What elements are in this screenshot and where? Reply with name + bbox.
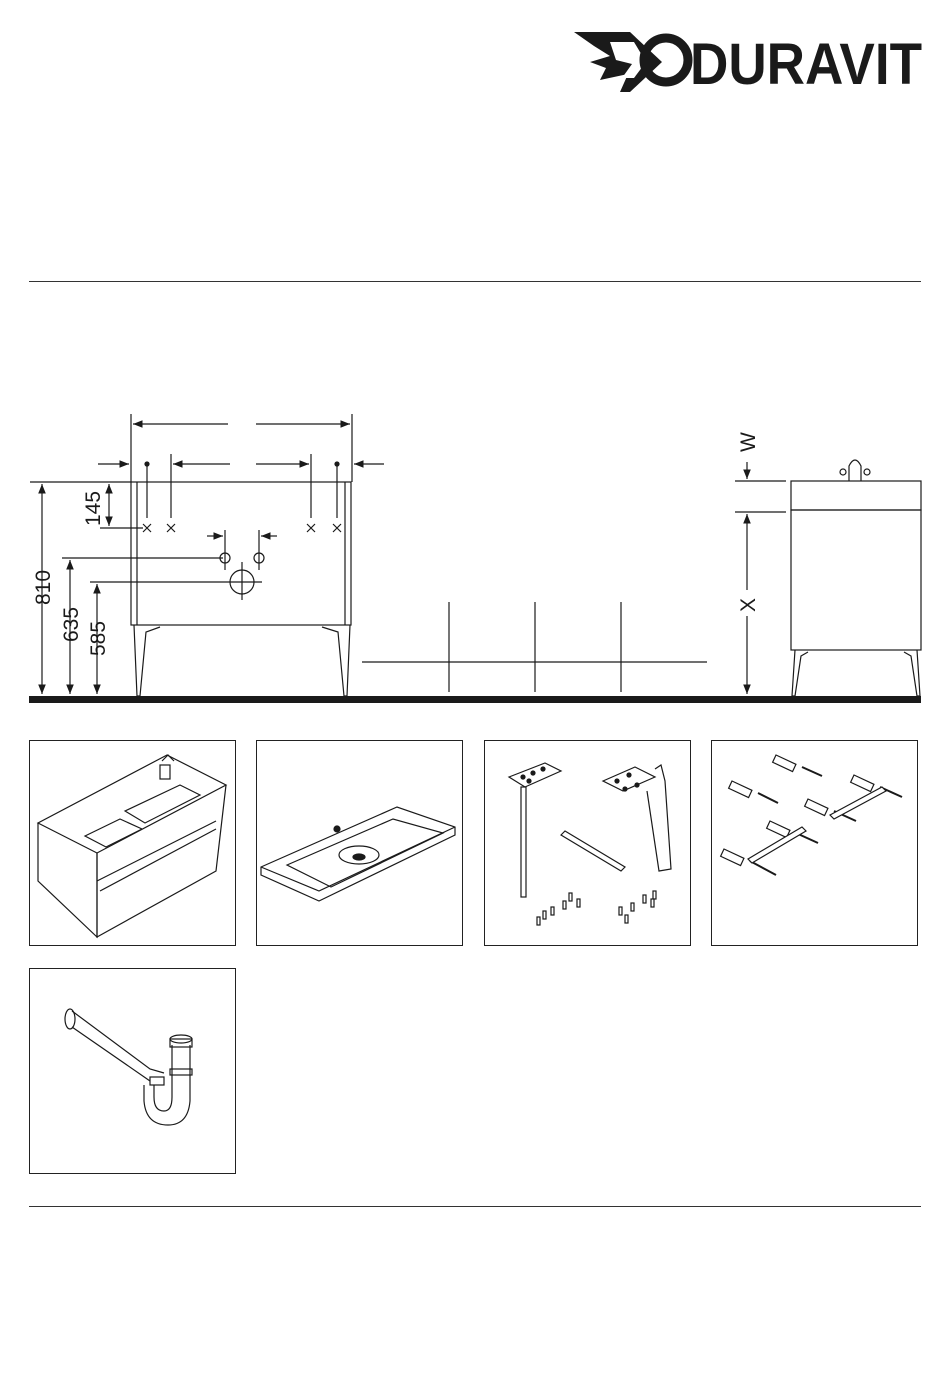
component-panel-vanity-unit <box>29 740 236 946</box>
vanity-unit-icon <box>30 741 237 947</box>
bottom-rule <box>29 1206 921 1207</box>
component-panel-siphon <box>29 968 236 1174</box>
dim-x-label: X <box>737 598 760 612</box>
dim-w-label: W <box>737 432 760 452</box>
washbasin-icon <box>257 741 464 947</box>
dim-top-offset: 145 <box>82 491 105 526</box>
legs-brackets-icon <box>485 741 692 947</box>
component-panel-washbasin <box>256 740 463 946</box>
wall-fixings-icon <box>712 741 919 947</box>
component-panel-wall-fixings <box>711 740 918 946</box>
floor-line <box>29 696 921 703</box>
component-panel-legs-brackets <box>484 740 691 946</box>
top-rule <box>29 281 921 282</box>
dim-height-upper: 635 <box>60 607 83 642</box>
siphon-icon <box>30 969 237 1175</box>
technical-drawing: 810 635 585 145 W X <box>0 400 950 720</box>
dim-height-total: 810 <box>32 570 55 605</box>
logo-emblem-icon <box>574 32 688 92</box>
front-view <box>30 414 384 696</box>
duravit-logo: DURAVIT <box>570 12 930 102</box>
dim-height-lower: 585 <box>87 621 110 656</box>
grid-lines <box>362 602 707 692</box>
dowel-screw-1 <box>773 755 822 776</box>
brand-wordmark: DURAVIT <box>690 32 922 97</box>
side-view <box>735 460 921 696</box>
